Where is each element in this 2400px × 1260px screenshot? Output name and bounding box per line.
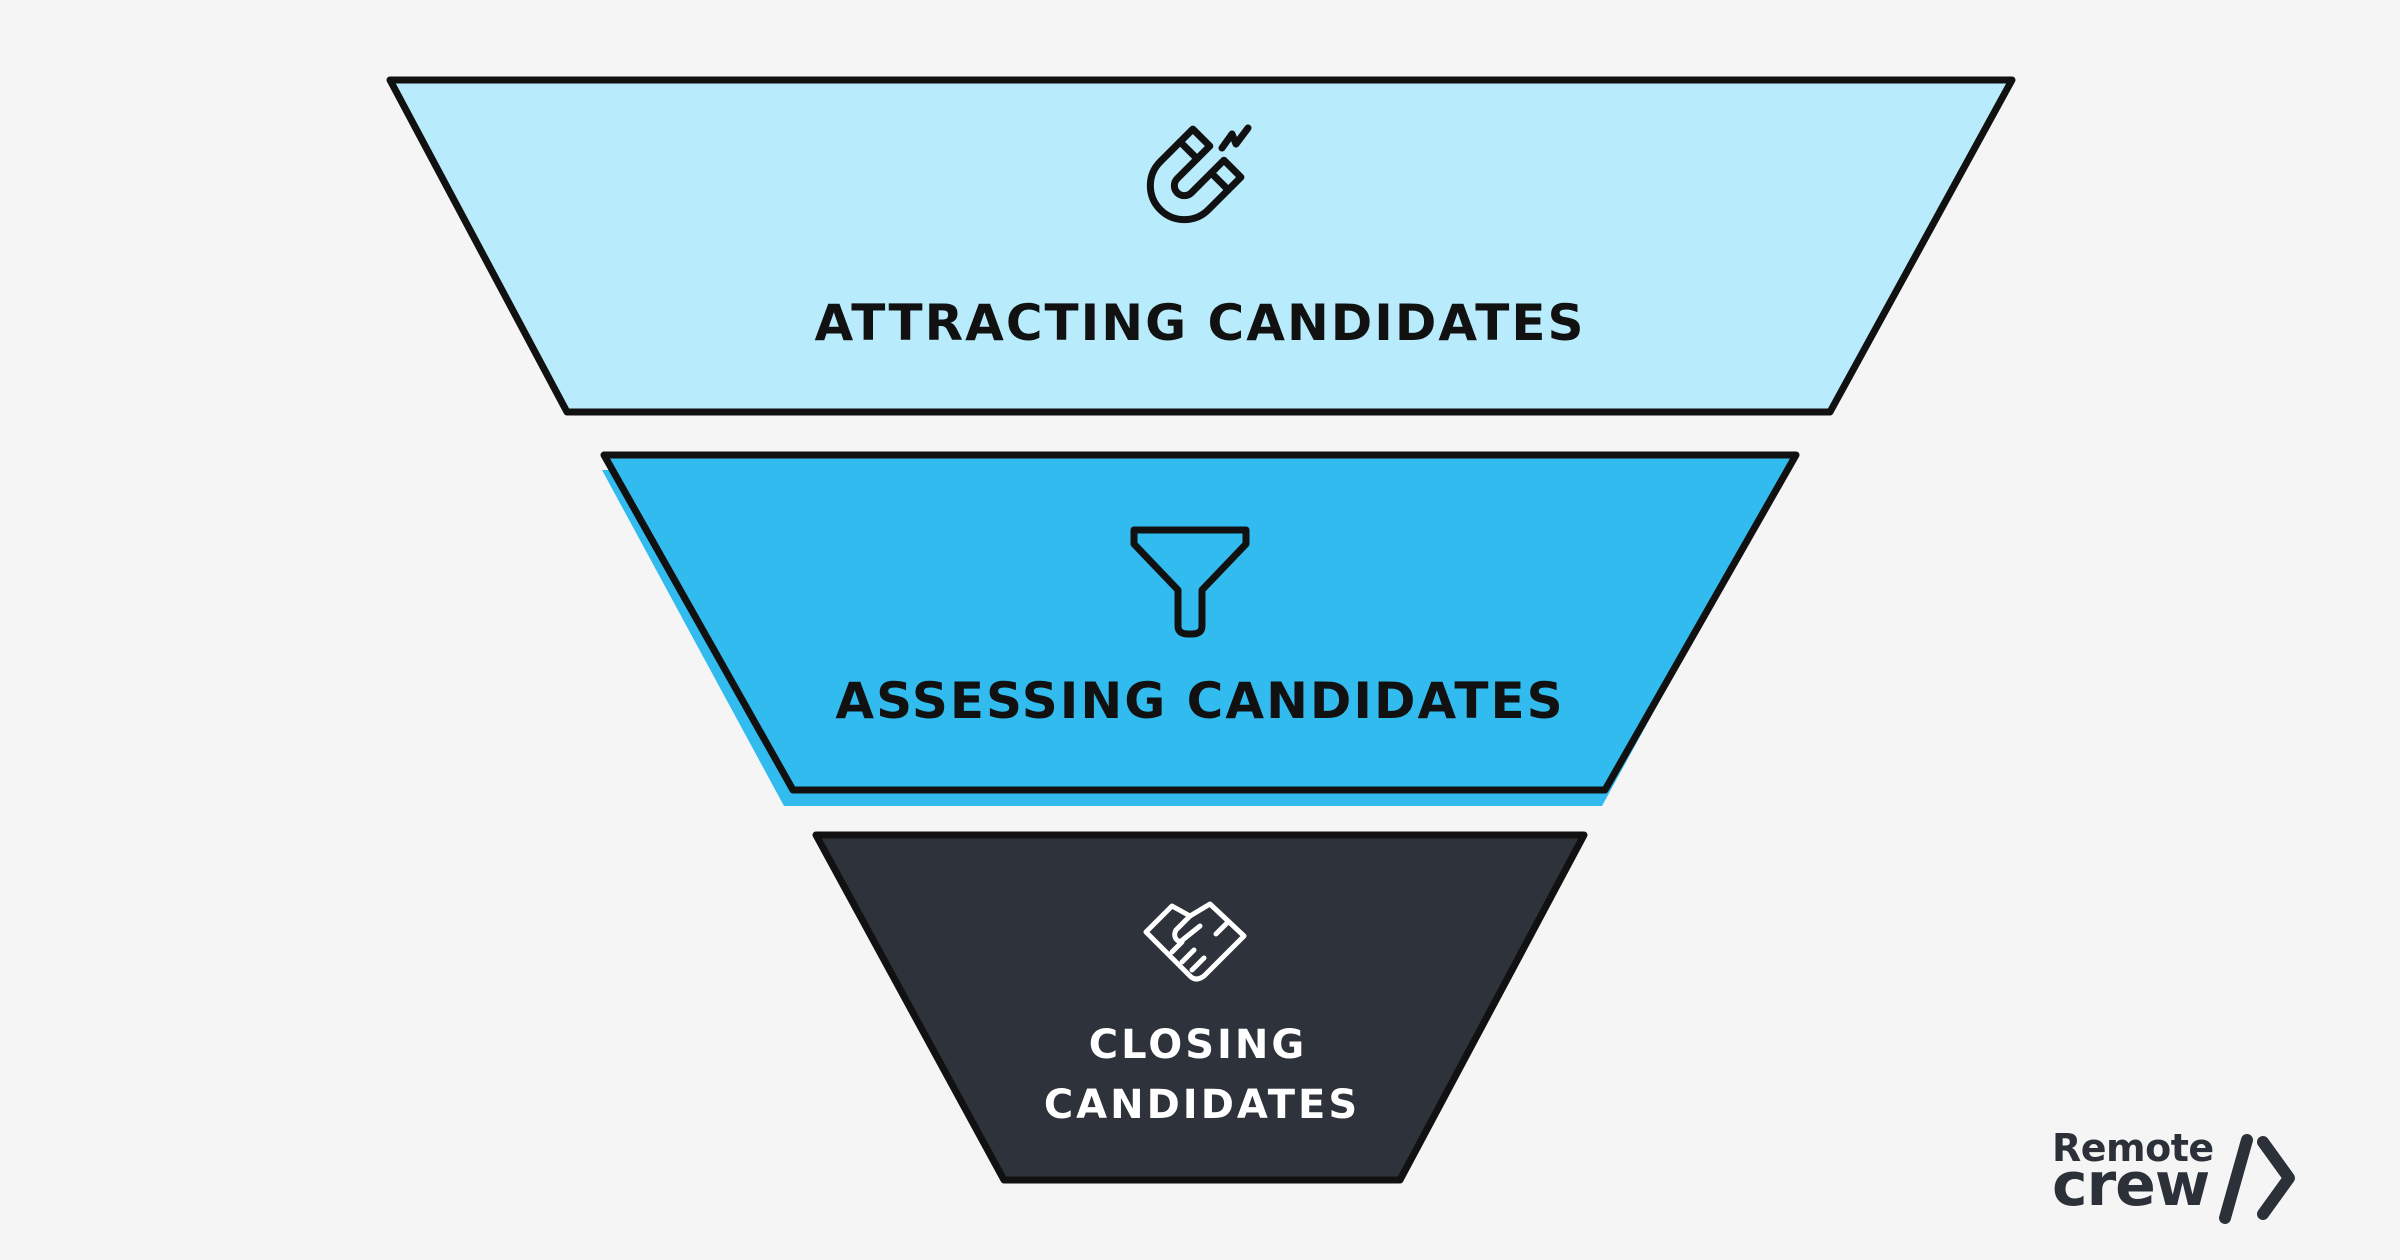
stage-label-closing-line2: CANDIDATES <box>1044 1082 1360 1128</box>
stage-label-closing-line1: CLOSING <box>1089 1022 1307 1068</box>
funnel-icon <box>1130 526 1250 638</box>
remote-crew-logo: Remote crew <box>2052 1120 2302 1230</box>
magnet-icon <box>1146 124 1252 224</box>
logo-text-crew: crew <box>2052 1150 2210 1220</box>
stage-label-attracting: ATTRACTING CANDIDATES <box>814 294 1585 352</box>
handshake-icon <box>1143 901 1247 982</box>
funnel-stage-closing: CLOSING CANDIDATES <box>812 831 1588 1184</box>
stage-label-assessing: ASSESSING CANDIDATES <box>835 672 1564 730</box>
funnel-stage-attracting: ATTRACTING CANDIDATES <box>386 76 2016 416</box>
logo-chevron-icon <box>2219 1134 2295 1224</box>
funnel-stage-assessing: ASSESSING CANDIDATES <box>600 451 1800 806</box>
logo-text-remote: Remote <box>2052 1126 2214 1170</box>
